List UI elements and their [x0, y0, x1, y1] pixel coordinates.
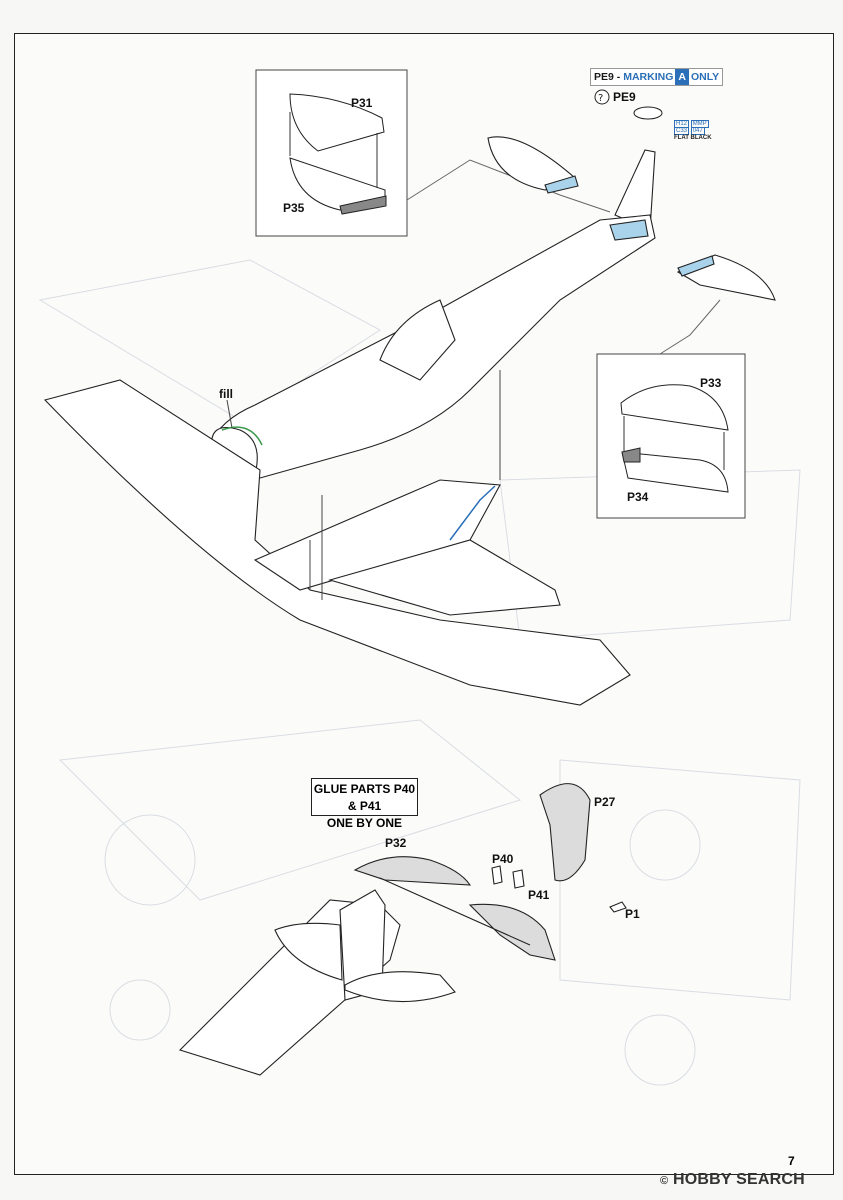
glue-note: GLUE PARTS P40 & P41 ONE BY ONE [311, 778, 418, 830]
watermark: © HOBBY SEARCH [660, 1171, 805, 1189]
paint-code-1: H12 [674, 120, 690, 128]
page-number: 7 [788, 1154, 795, 1168]
copyright-icon: © [660, 1175, 669, 1187]
label-p40: P40 [492, 852, 514, 866]
marking-text-a: MARKING [623, 71, 674, 83]
marking-text-b: ONLY [690, 71, 720, 83]
label-pe9: PE9 [613, 90, 636, 104]
paint-code-2: MMP [690, 120, 709, 128]
marking-dash: - [613, 71, 624, 83]
fuselage-upper [43, 136, 776, 706]
label-p41: P41 [528, 888, 550, 902]
label-p32: P32 [385, 836, 407, 850]
inset-elevator-parts [596, 299, 746, 519]
marking-letter-badge: A [675, 69, 689, 85]
leader-lines [226, 370, 501, 600]
svg-text:?: ? [598, 93, 603, 104]
paint-code-4: 047 [690, 127, 705, 135]
label-p34: P34 [627, 490, 649, 504]
label-p31: P31 [351, 96, 373, 110]
label-fill: fill [219, 387, 233, 401]
watermark-text: HOBBY SEARCH [672, 1171, 805, 1188]
glue-note-line-1: GLUE PARTS P40 & P41 [313, 782, 416, 813]
label-p33: P33 [700, 376, 722, 390]
glue-note-line-2: ONE BY ONE [326, 816, 403, 830]
paint-reference: H12 MMP C33 047 FLAT BLACK [674, 120, 712, 142]
label-p35: P35 [283, 201, 305, 215]
bleed-through-art [38, 259, 801, 1086]
label-p27: P27 [594, 795, 616, 809]
label-p1: P1 [625, 907, 640, 921]
tail-assembly [178, 783, 627, 1076]
paint-code-3: C33 [674, 127, 690, 135]
paint-name: FLAT BLACK [674, 135, 712, 141]
marking-part: PE9 [594, 71, 614, 83]
inset-rudder-parts [255, 69, 611, 237]
pe9-part: ? [594, 89, 663, 120]
